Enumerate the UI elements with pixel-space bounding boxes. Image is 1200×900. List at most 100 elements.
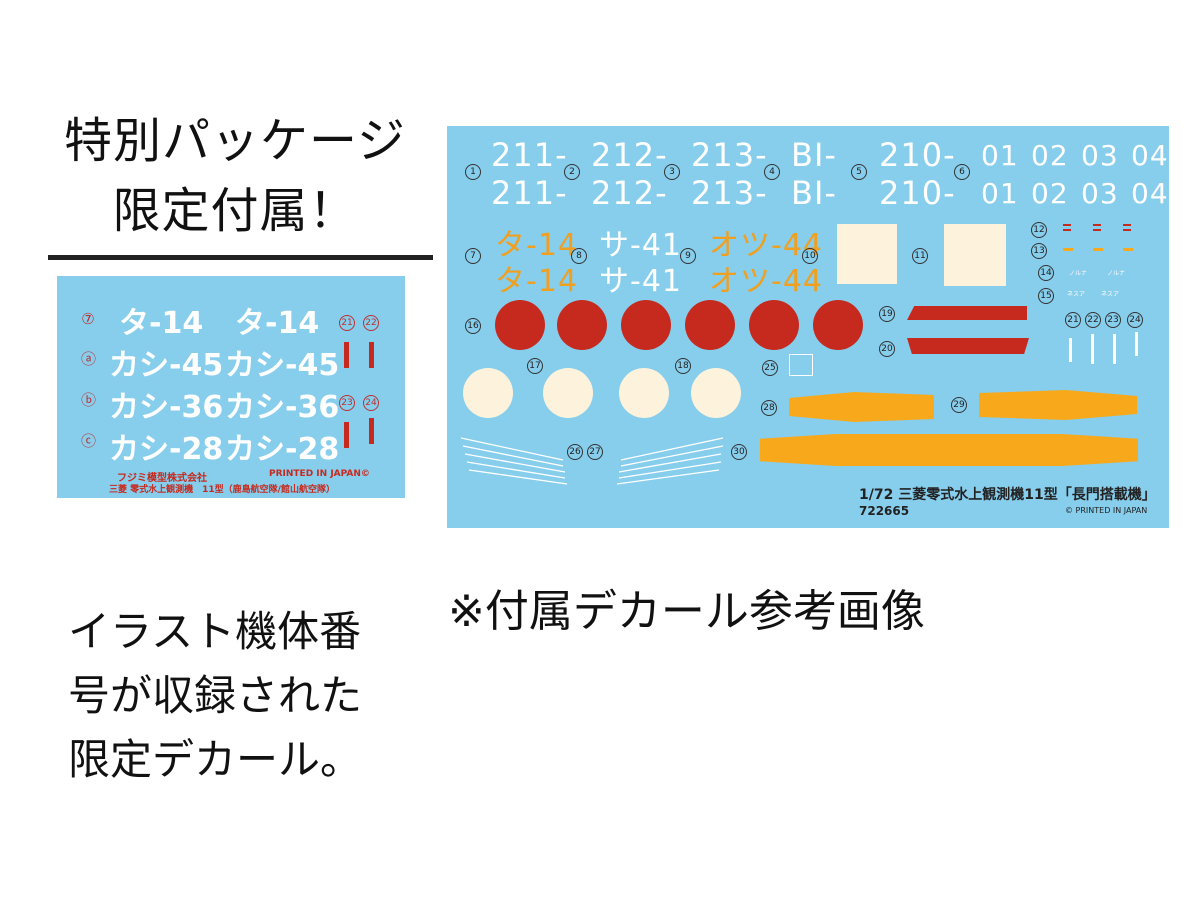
code-02-a: 02 (1031, 139, 1069, 172)
code-04-b: 04 (1131, 177, 1169, 210)
code-01-a: 01 (981, 139, 1019, 172)
mark-24: 24 (363, 395, 379, 411)
mark-30: 30 (731, 444, 747, 460)
large-sheet-printed: © PRINTED IN JAPAN (1065, 506, 1148, 515)
red-fuselage-band-2 (907, 338, 1029, 354)
mark-1: 1 (465, 164, 481, 180)
hinomaru-5 (749, 300, 799, 350)
number-212-a: 212- (591, 136, 668, 174)
mark-14: 14 (1038, 265, 1054, 281)
mark-21: 21 (339, 315, 355, 331)
mark-5: 5 (851, 164, 867, 180)
large-sheet-title: 1/72 三菱零式水上観測機11型「長門搭載機」 (859, 487, 1156, 503)
description-line-2: 号が収録された (68, 671, 363, 720)
number-bi-b: BI- (791, 174, 837, 212)
small-sheet-maker: フジミ模型株式会社 (117, 473, 207, 484)
heading-line-2: 限定付属！ (112, 183, 358, 239)
antenna-lines (461, 437, 724, 485)
number-212-b: 212- (591, 174, 668, 212)
tiny-text-b: ノルナ (1107, 270, 1126, 277)
small-number-1a: タ-14 (119, 306, 204, 341)
cream-circle-2 (543, 368, 593, 418)
cream-circle-3 (619, 368, 669, 418)
red-stripe (1123, 224, 1131, 226)
red-stripe (1123, 229, 1131, 231)
large-decal-sheet: 1 211- 211- 2 212- 212- 3 213- 213- 4 BI… (447, 126, 1169, 528)
small-sheet-printed: PRINTED IN JAPAN© (269, 469, 370, 479)
small-number-3b: カシ-36 (225, 390, 340, 425)
orange-dash (1123, 248, 1133, 251)
white-strut-3 (1113, 334, 1116, 364)
tiny-text-c: ネスア (1067, 291, 1086, 298)
number-sa41-b: サ-41 (599, 264, 682, 299)
mark-13: 13 (1031, 243, 1047, 259)
number-213-b: 213- (691, 174, 768, 212)
number-210-a: 210- (879, 136, 956, 174)
cream-circle-4 (691, 368, 741, 418)
hinomaru-4 (685, 300, 735, 350)
hinomaru-6 (813, 300, 863, 350)
description-line-1: イラスト機体番 (68, 607, 362, 656)
number-211-b: 211- (491, 174, 568, 212)
mark-29: 29 (951, 397, 967, 413)
reference-caption: ※付属デカール参考画像 (448, 586, 925, 637)
mark-2: 2 (564, 164, 580, 180)
number-213-a: 213- (691, 136, 768, 174)
red-stripe (1063, 229, 1071, 231)
mark-28: 28 (761, 400, 777, 416)
hinomaru-1 (495, 300, 545, 350)
number-otsu44-b: オツ-44 (709, 264, 823, 299)
small-red-bar (369, 418, 374, 444)
mark-17: 17 (527, 358, 543, 374)
mark-21: 21 (1065, 312, 1081, 328)
tiny-text-a: ノルナ (1069, 270, 1088, 277)
mark-7: ⑦ (81, 310, 95, 328)
mark-27: 27 (587, 444, 603, 460)
small-number-3a: カシ-36 (109, 390, 224, 425)
mark-18: 18 (675, 358, 691, 374)
mark-10: 10 (802, 248, 818, 264)
small-red-bar (369, 342, 374, 368)
small-red-bar (344, 422, 349, 448)
mark-26: 26 (567, 444, 583, 460)
large-sheet-code: 722665 (859, 504, 910, 518)
mark-c: ⓒ (81, 432, 97, 450)
mark-11: 11 (912, 248, 928, 264)
small-number-2a: カシ-45 (109, 348, 224, 383)
mark-6: 6 (954, 164, 970, 180)
mark-b: ⓑ (81, 391, 97, 409)
heading-line-1: 特別パッケージ (63, 113, 407, 169)
hinomaru-3 (621, 300, 671, 350)
red-fuselage-band-1 (907, 306, 1027, 320)
mark-4: 4 (764, 164, 780, 180)
mark-9: 9 (680, 248, 696, 264)
red-stripe (1093, 229, 1101, 231)
description-line-3: 限定デカール。 (68, 735, 363, 784)
number-sa41-a: サ-41 (599, 228, 682, 263)
code-04-a: 04 (1131, 139, 1169, 172)
mark-22: 22 (363, 315, 379, 331)
cream-square-1 (837, 224, 897, 284)
number-ta14-b: タ-14 (495, 264, 578, 299)
orange-band-30 (760, 434, 1138, 466)
mark-19: 19 (879, 306, 895, 322)
red-stripe (1063, 224, 1071, 226)
small-number-4a: カシ-28 (109, 432, 224, 467)
number-bi-a: BI- (791, 136, 837, 174)
mark-a: ⓐ (81, 350, 97, 368)
small-number-1b: タ-14 (235, 306, 320, 341)
number-210-b: 210- (879, 174, 956, 212)
mark-3: 3 (664, 164, 680, 180)
code-01-b: 01 (981, 177, 1019, 210)
code-03-a: 03 (1081, 139, 1119, 172)
number-211-a: 211- (491, 136, 568, 174)
mark-20: 20 (879, 341, 895, 357)
mark-7: 7 (465, 248, 481, 264)
white-strut-1 (1069, 338, 1072, 362)
mark-22: 22 (1085, 312, 1101, 328)
placard-decal (789, 354, 813, 376)
small-decal-sheet: ⑦ ⓐ ⓑ ⓒ タ-14 タ-14 カシ-45 カシ-45 カシ-36 カシ-3… (57, 276, 405, 498)
tiny-text-d: ネスア (1101, 291, 1120, 298)
cream-square-2 (944, 224, 1006, 286)
cream-circle-1 (463, 368, 513, 418)
